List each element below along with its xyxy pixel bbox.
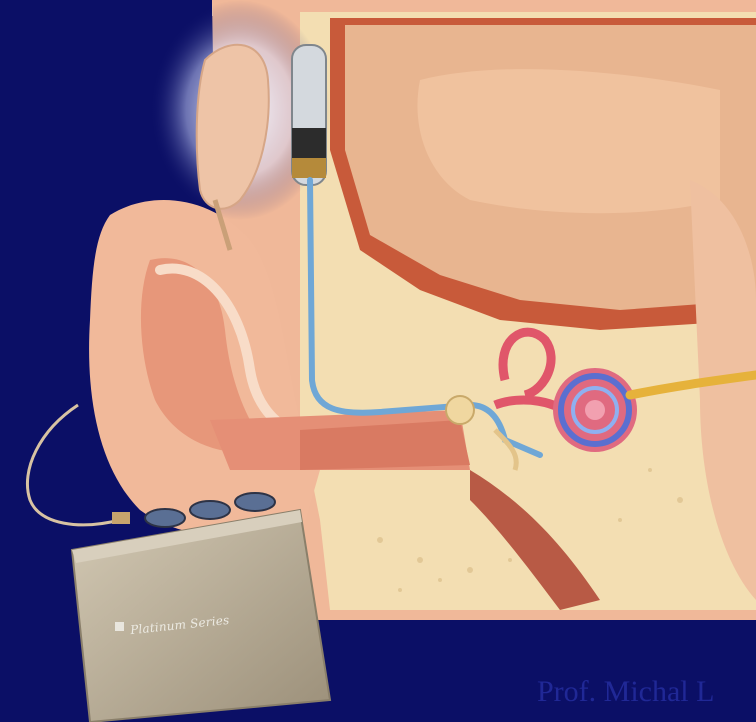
implant-magnet-band: [292, 128, 326, 158]
brand-logo-icon: [115, 622, 124, 631]
knob-2: [190, 501, 230, 519]
cochlea-apex: [585, 400, 605, 420]
credit-text: Prof. Michal L: [537, 675, 714, 709]
knob-3: [235, 493, 275, 511]
cable-connector: [112, 512, 130, 524]
implant-gold-band: [292, 158, 326, 178]
brain-fold: [417, 69, 720, 213]
knob-1: [145, 509, 185, 527]
malleus: [446, 396, 474, 424]
